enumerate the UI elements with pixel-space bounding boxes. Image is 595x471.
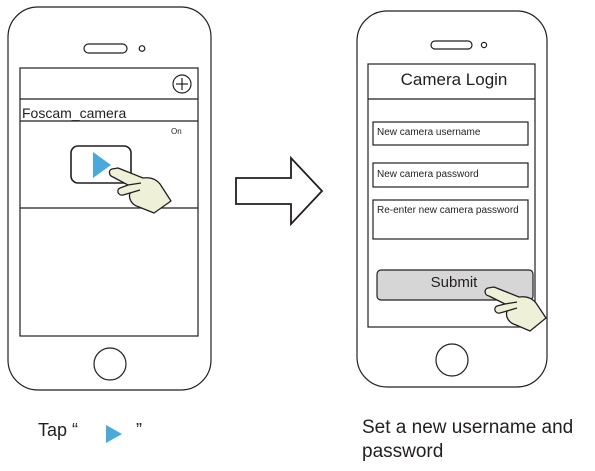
- right-camera-lens: [480, 41, 488, 49]
- caption-play-icon: [106, 425, 122, 443]
- right-phone: [356, 10, 548, 388]
- tap-hand-icon: [108, 167, 172, 214]
- left-screen[interactable]: [19, 67, 199, 337]
- password-field-box[interactable]: [372, 162, 529, 188]
- left-camera-lens: [138, 45, 146, 52]
- camera-name-label: Foscam_camera: [22, 105, 127, 121]
- play-icon: [93, 152, 111, 178]
- tap-caption-prefix: Tap “: [38, 420, 79, 440]
- left-phone: [7, 6, 212, 391]
- tap-hand-icon-right: [484, 286, 547, 332]
- right-arrow-icon: [235, 155, 324, 227]
- reenter-field-box[interactable]: [372, 199, 529, 240]
- left-home-button[interactable]: [93, 347, 127, 381]
- right-screen: [367, 63, 536, 328]
- password-field[interactable]: New camera password: [377, 169, 479, 180]
- tap-caption-suffix: ”: [136, 420, 142, 440]
- left-phone-body: [7, 6, 212, 391]
- plus-circle-icon[interactable]: [172, 74, 192, 94]
- reenter-password-field[interactable]: Re-enter new camera password: [377, 205, 519, 216]
- left-speaker: [83, 43, 128, 54]
- camera-login-title: Camera Login: [400, 70, 508, 89]
- set-credentials-caption: Set a new username and password: [362, 417, 574, 462]
- username-field[interactable]: New camera username: [377, 127, 481, 138]
- username-field-box[interactable]: [372, 121, 529, 146]
- right-speaker: [430, 40, 473, 50]
- submit-button[interactable]: Submit: [430, 274, 478, 291]
- right-phone-body: [356, 10, 548, 388]
- tap-caption: Tap “ ”: [38, 420, 142, 441]
- right-home-button[interactable]: [435, 343, 469, 377]
- camera-status-label: On: [171, 127, 182, 136]
